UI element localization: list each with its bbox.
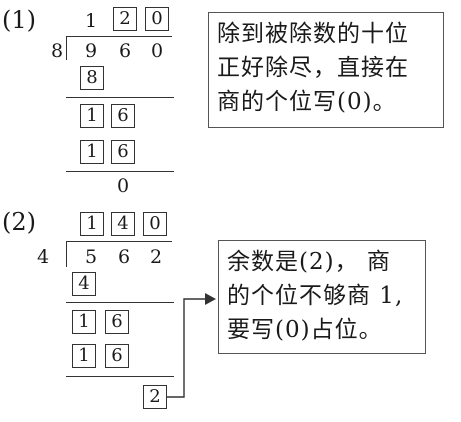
step-box: 1 (72, 344, 96, 368)
step-box: 1 (72, 310, 96, 334)
quotient-box: 4 (111, 212, 135, 236)
step-box: 6 (111, 104, 135, 128)
remainder-box: 2 (143, 385, 167, 409)
division-bracket (66, 241, 67, 267)
quotient-box: 2 (113, 7, 137, 31)
step-box: 1 (80, 140, 104, 164)
dividend-digit: 6 (117, 246, 131, 268)
divisor: 8 (50, 40, 64, 62)
subtract-line (66, 376, 174, 377)
explanation-note: 余数是(2)， 商 的个位不够商 1, 要写(0)占位。 (218, 240, 426, 354)
note-line: 的个位不够商 1, (227, 283, 404, 309)
step-box: 6 (111, 140, 135, 164)
step-box: 8 (80, 66, 104, 90)
dividend-digit: 9 (84, 40, 98, 62)
problem2-label: (2) (2, 208, 36, 236)
step-box: 4 (72, 272, 96, 296)
note-line: 余数是(2)， 商 (227, 249, 391, 275)
step-box: 6 (105, 344, 129, 368)
problem1-label: (1) (2, 6, 36, 34)
quotient-box: 1 (80, 212, 104, 236)
quotient-box: 0 (143, 212, 167, 236)
subtract-line (66, 302, 174, 303)
dividend-digit: 6 (118, 40, 132, 62)
division-bar (66, 241, 172, 242)
division-bar (66, 36, 172, 37)
step-box: 6 (105, 310, 129, 334)
subtract-line (66, 97, 174, 98)
note-line: 商的个位写(0)。 (217, 89, 397, 115)
division-bracket (66, 36, 67, 60)
quotient-box: 0 (145, 7, 169, 31)
note-line: 要写(0)占位。 (227, 317, 383, 343)
dividend-digit: 2 (149, 246, 163, 268)
dividend-digit: 5 (84, 246, 98, 268)
explanation-note: 除到被除数的十位 正好除尽，直接在 商的个位写(0)。 (208, 12, 444, 128)
subtract-line (66, 171, 174, 172)
note-line: 除到被除数的十位 (217, 21, 409, 47)
quotient-digit: 1 (84, 10, 98, 32)
remainder: 0 (116, 175, 130, 197)
divisor: 4 (36, 246, 50, 268)
note-line: 正好除尽，直接在 (217, 55, 409, 81)
dividend-digit: 0 (150, 40, 164, 62)
step-box: 1 (80, 104, 104, 128)
